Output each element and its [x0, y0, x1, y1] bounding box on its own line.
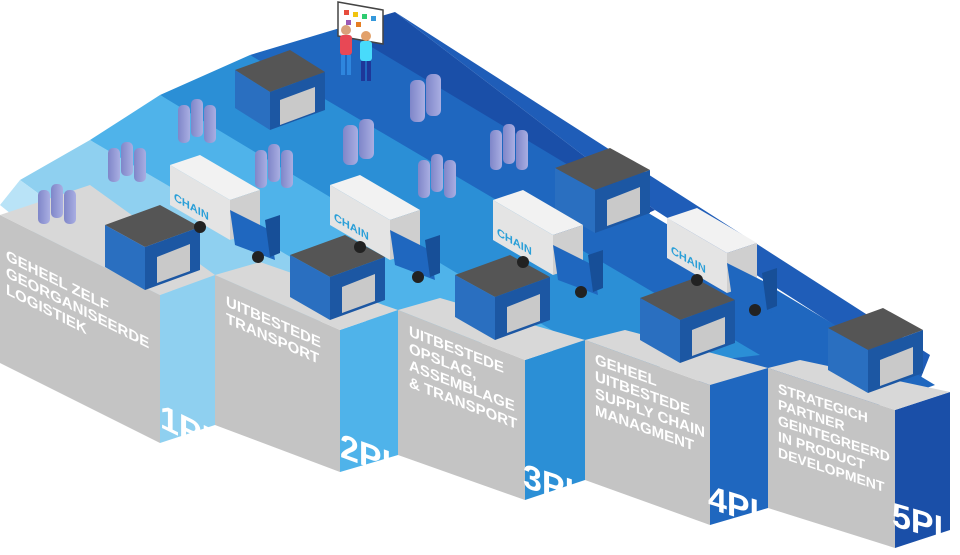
- warehouse-icon: [235, 50, 325, 130]
- tank-cluster-icon: [38, 74, 528, 224]
- person-icon: [360, 31, 372, 81]
- warehouse-icon: [828, 308, 923, 393]
- truck-icon: CHAIN: [493, 190, 603, 298]
- warehouse-icon: [640, 278, 735, 363]
- truck-icon: CHAIN: [330, 175, 440, 283]
- platform-strips: [0, 12, 935, 440]
- truck-icon: CHAIN: [667, 208, 777, 316]
- level-block-2: [215, 262, 398, 472]
- warehouse-icon: [555, 148, 650, 233]
- warehouse-icon: [105, 205, 200, 290]
- level-block-3: [398, 298, 585, 500]
- person-icon: [340, 25, 352, 75]
